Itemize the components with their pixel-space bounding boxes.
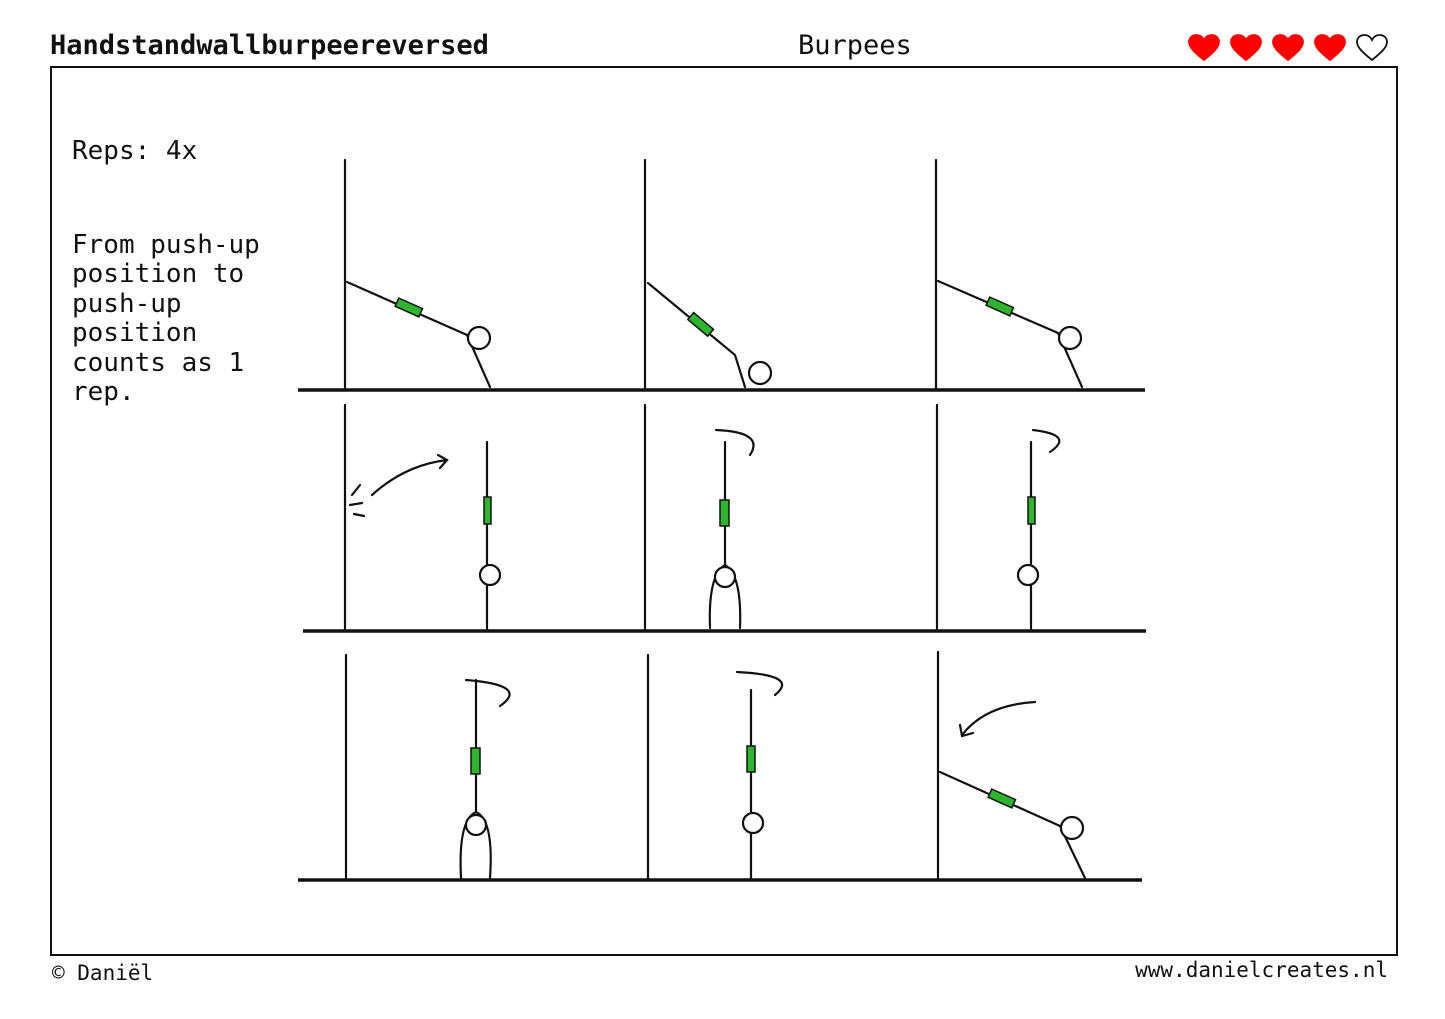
- motion-arrow: [714, 428, 755, 457]
- figure-step-6: [1016, 428, 1061, 631]
- exercise-description: Reps: 4x From push-up position to push-u…: [72, 78, 312, 437]
- heart-filled-icon: [1230, 34, 1262, 62]
- heart-empty-icon: [1356, 34, 1388, 62]
- heart-filled-icon: [1188, 34, 1220, 62]
- exercise-category: Burpees: [798, 30, 912, 61]
- reps-label: Reps: 4x: [72, 136, 198, 166]
- figure-step-5: [708, 428, 755, 630]
- walls: [343, 158, 940, 882]
- motion-arrow: [370, 453, 449, 497]
- description-text: From push-up position to push-up positio…: [72, 229, 260, 407]
- illustration-frame: [50, 66, 1398, 956]
- motion-arrow: [1031, 428, 1061, 454]
- figure-step-7: [459, 678, 511, 880]
- motion-arrow: [735, 670, 783, 697]
- copyright: © Daniël: [52, 961, 154, 985]
- heart-filled-icon: [1314, 34, 1346, 62]
- figure-step-2: [646, 281, 773, 389]
- figure-step-8: [735, 670, 783, 880]
- motion-arrow: [464, 678, 511, 708]
- motion-lines: [348, 483, 366, 518]
- website-link[interactable]: www.danielcreates.nl: [1135, 958, 1388, 982]
- difficulty-rating: [1188, 34, 1388, 62]
- figure-step-9: [938, 700, 1087, 880]
- figure-step-3: [936, 279, 1084, 389]
- heart-filled-icon: [1272, 34, 1304, 62]
- figure-step-4: [348, 440, 502, 631]
- figure-step-1: [345, 280, 492, 389]
- motion-arrow: [958, 700, 1037, 738]
- exercise-title: Handstandwallburpeereversed: [50, 30, 489, 61]
